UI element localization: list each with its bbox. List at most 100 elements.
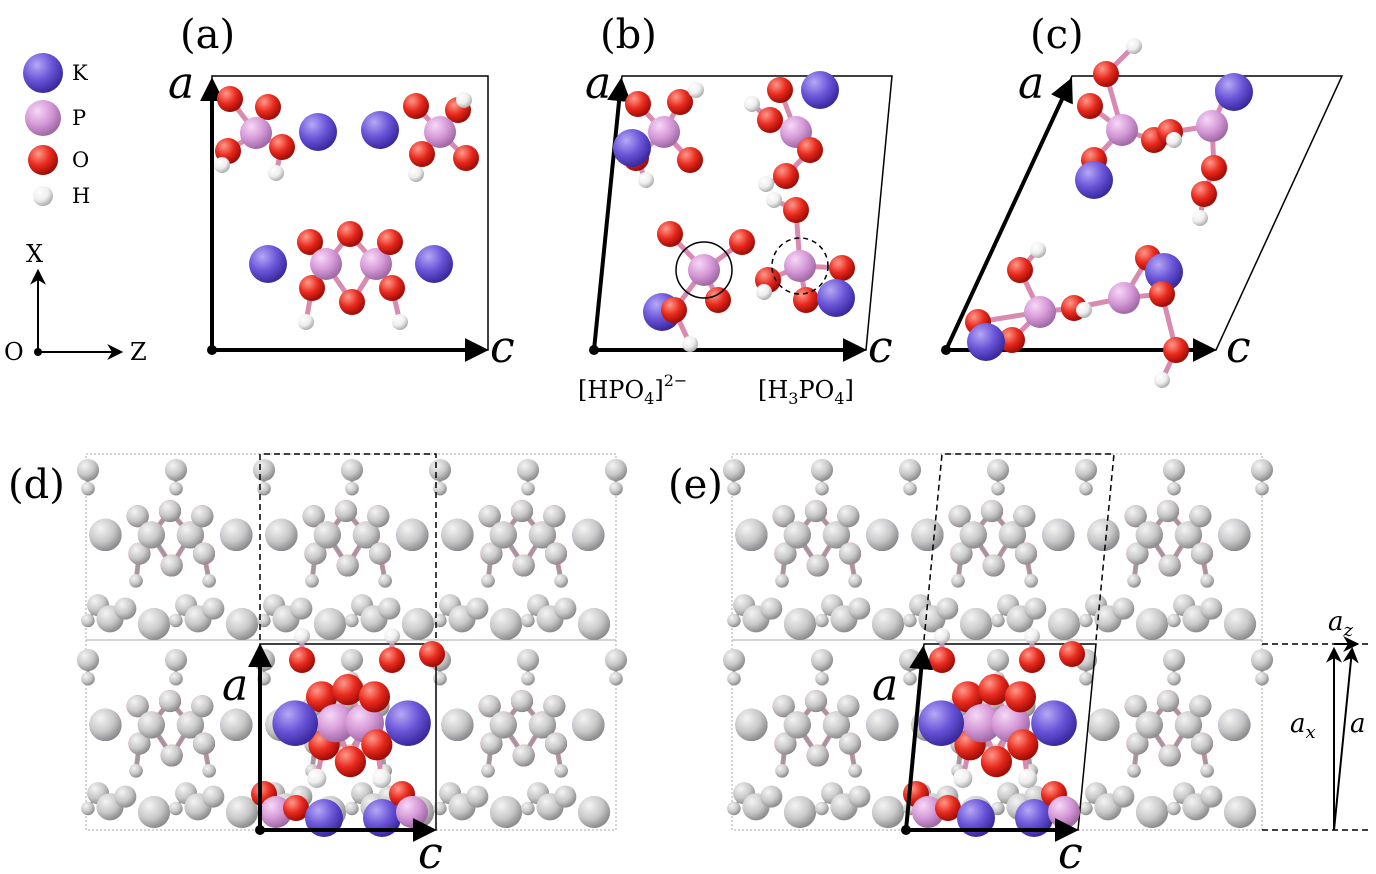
ghost-atom — [313, 521, 341, 549]
oxygen-atom — [377, 229, 403, 255]
ghost-atom — [1189, 695, 1212, 718]
panel-c-axis-c-label: c — [1226, 322, 1251, 373]
ghost-atom — [192, 542, 216, 565]
ghost-atom — [466, 785, 489, 808]
ghost-atom — [554, 785, 577, 808]
ghost-atom — [604, 648, 628, 672]
hydrogen-atom — [688, 82, 704, 98]
oxygen-atom — [453, 145, 479, 171]
ghost-atom — [1218, 708, 1251, 742]
oxygen-atom — [1191, 181, 1217, 207]
ghost-atom — [528, 521, 557, 549]
hydrogen-atom — [298, 314, 314, 330]
ghost-atom — [480, 542, 503, 565]
ghost-atom — [89, 518, 122, 552]
ghost-atom — [345, 801, 359, 816]
oxygen-atom — [403, 93, 429, 119]
ghost-atom — [544, 542, 568, 565]
ghost-atom — [114, 785, 137, 808]
phosphorus-atom — [648, 116, 680, 148]
ghost-atom — [1087, 518, 1120, 552]
oxygen-atom — [217, 86, 243, 112]
phosphorus-atom — [316, 704, 356, 743]
ghost-atom — [871, 607, 905, 641]
hydrogen-atom — [934, 628, 950, 644]
oxygen-atom — [661, 297, 687, 323]
ghost-atom — [345, 481, 359, 496]
potassium-atom — [361, 111, 399, 149]
h3po4-subscript-h: 3 — [788, 389, 798, 408]
hydrogen-atom — [384, 628, 400, 644]
ghost-atom — [722, 648, 746, 672]
panel-d-axis-c-label: c — [418, 828, 443, 874]
ghost-atom — [544, 732, 568, 755]
ax-sub: x — [1306, 722, 1316, 743]
ghost-atom — [986, 648, 1010, 672]
hydrogen-atom — [1166, 132, 1182, 148]
ghost-atom — [352, 521, 380, 549]
ghost-atom — [480, 732, 503, 755]
hydrogen-atom — [766, 192, 782, 208]
ghost-atom — [220, 518, 253, 552]
potassium-atom — [299, 113, 337, 151]
hydrogen-atom — [1030, 242, 1046, 258]
ghost-atom — [543, 695, 566, 718]
hydrogen-atom — [1192, 210, 1208, 226]
h3po4-species-label: [H3PO4] — [758, 376, 854, 408]
ghost-atom — [1223, 607, 1257, 641]
oxygen-atom — [332, 674, 364, 706]
oxygen-atom — [929, 647, 955, 673]
panel-c-origin — [941, 345, 951, 355]
oxygen-atom — [783, 197, 809, 223]
oxygen-atom — [255, 94, 281, 120]
origin-label: O — [4, 338, 24, 366]
panel-e: a c az ax a — [722, 453, 1370, 874]
hydrogen-atom — [408, 166, 424, 182]
ghost-atom — [815, 613, 829, 628]
hydrogen-atom — [1018, 768, 1038, 789]
oxygen-atom — [297, 229, 323, 255]
ghost-atom — [866, 708, 899, 742]
ghost-atom — [433, 481, 447, 496]
h3po4-po: PO — [798, 376, 834, 404]
oxygen-atom — [379, 647, 405, 673]
ghost-atom — [1112, 785, 1135, 808]
ghost-atom — [1200, 574, 1214, 588]
ghost-atom — [554, 764, 568, 778]
ghost-atom — [1024, 597, 1047, 620]
phosphorus-atom — [240, 117, 272, 149]
ghost-atom — [169, 613, 183, 628]
ghost-atom — [722, 458, 746, 482]
ghost-atom — [838, 732, 862, 755]
ghost-atom — [336, 554, 359, 577]
ghost-atom — [959, 521, 987, 549]
panel-b-axis-a — [592, 77, 632, 351]
ghost-atom — [1126, 732, 1149, 755]
ghost-atom — [1200, 764, 1214, 778]
ghost-atom — [129, 574, 143, 588]
potassium-atom — [1215, 73, 1253, 111]
panel-d-supercell-outline — [85, 453, 617, 831]
ghost-atom — [367, 505, 390, 528]
phosphorus-atom — [1048, 796, 1080, 828]
phosphorus-atom — [1108, 282, 1140, 314]
ghost-atom — [401, 607, 435, 641]
ghost-atom — [512, 744, 535, 767]
ghost-atom — [735, 708, 768, 742]
ghost-atom — [1250, 458, 1274, 482]
ghost-atom — [838, 542, 862, 565]
ghost-atom — [481, 574, 495, 588]
hydrogen-atom — [953, 768, 973, 789]
oxygen-atom — [1093, 61, 1119, 87]
panel-a-axis-c-label: c — [490, 322, 515, 373]
ghost-atom — [1189, 505, 1212, 528]
ghost-atom — [998, 521, 1026, 549]
ghost-atom — [1156, 500, 1180, 523]
oxygen-atom — [358, 681, 390, 713]
ghost-atom — [1255, 481, 1269, 496]
legend-o-label: O — [72, 148, 89, 172]
ghost-atom — [516, 458, 540, 482]
oxygen-atom — [289, 647, 315, 673]
ghost-atom — [1074, 458, 1098, 482]
hpo4-bracket: ] — [654, 376, 663, 404]
